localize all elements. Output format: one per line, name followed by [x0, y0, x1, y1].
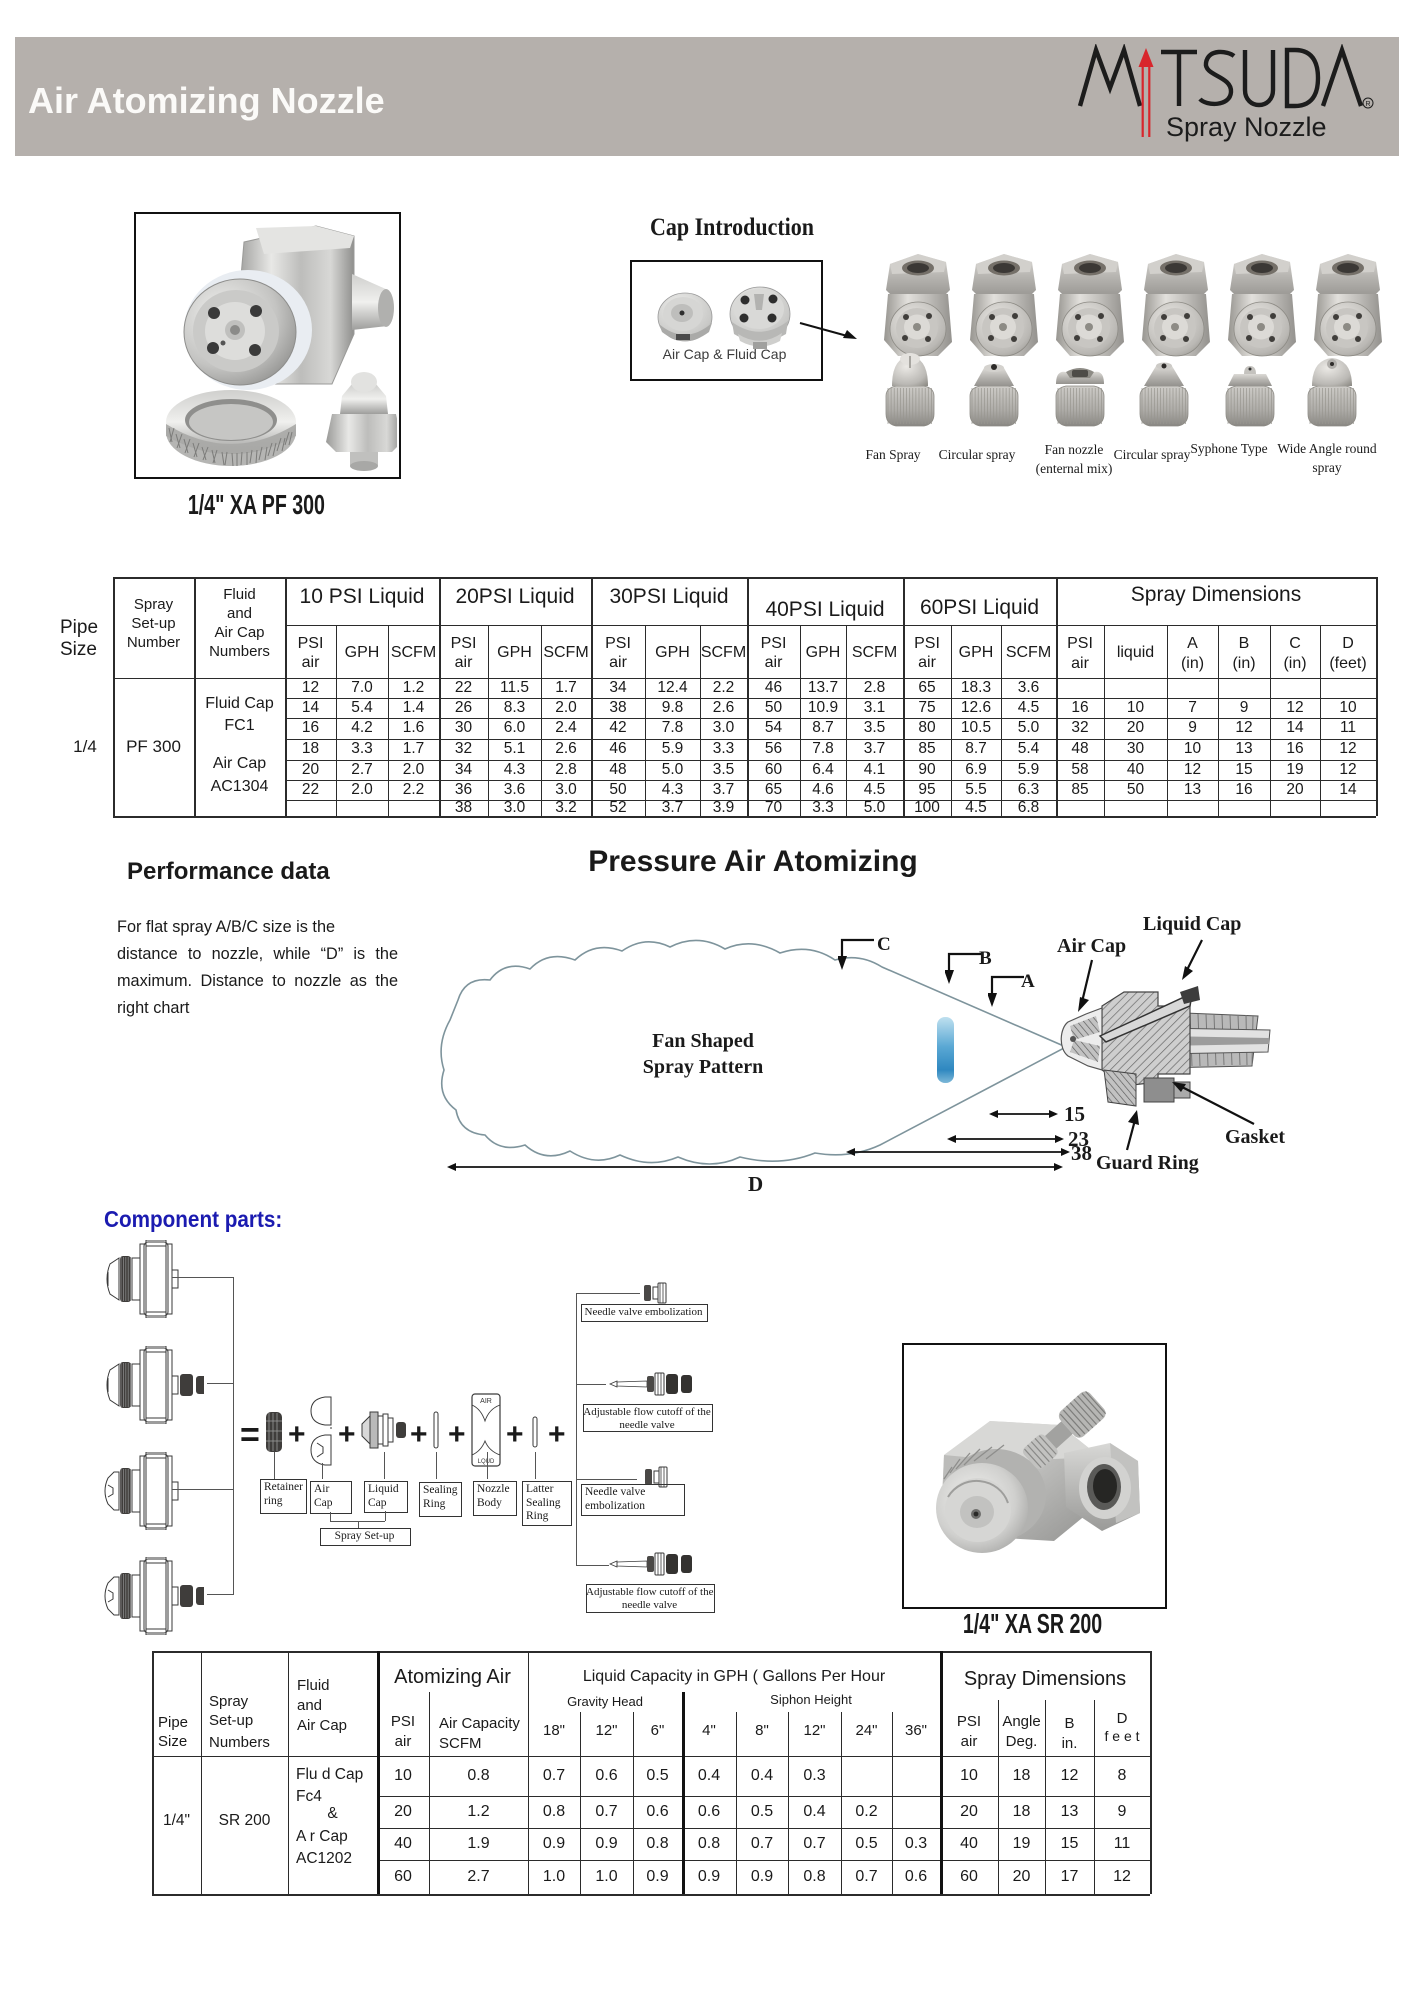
svg-text:Spray Nozzle: Spray Nozzle [1166, 112, 1327, 142]
svg-text:AIR: AIR [480, 1398, 492, 1405]
svg-text:LQUD: LQUD [478, 1459, 495, 1465]
svg-text:R: R [1365, 101, 1370, 108]
